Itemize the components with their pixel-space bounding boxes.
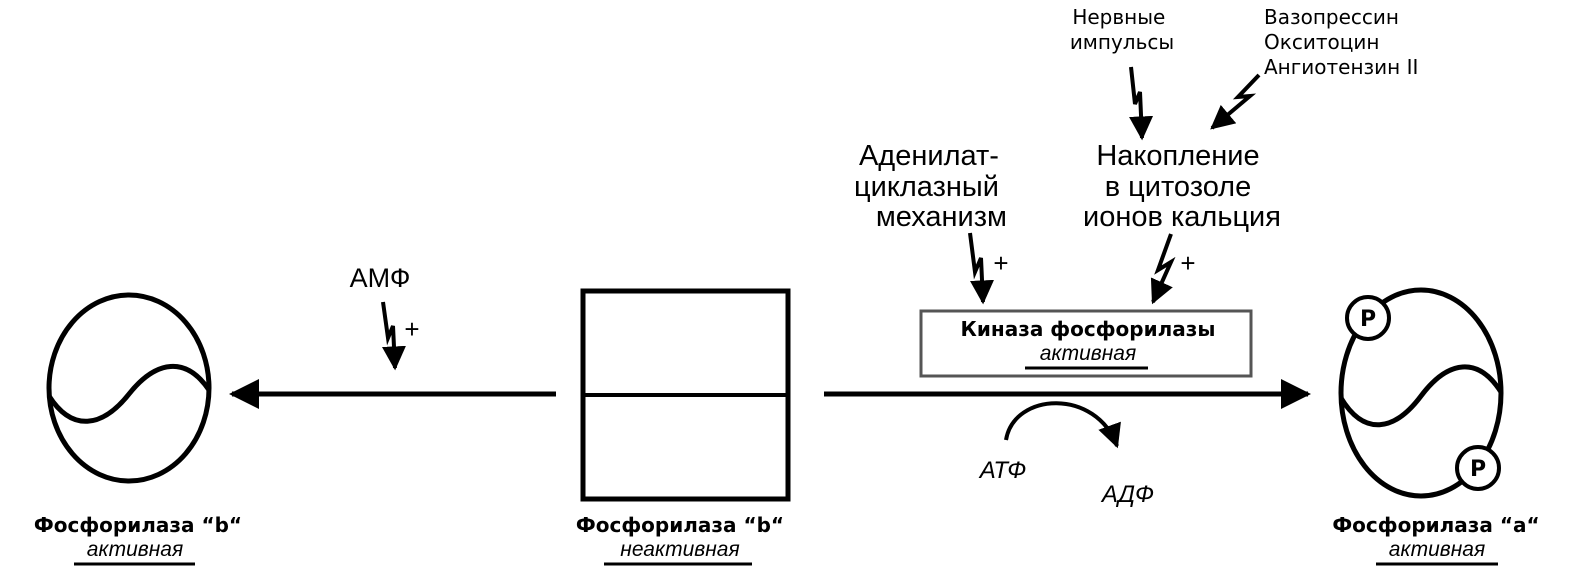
left-enzyme-shape xyxy=(46,292,212,484)
calcium-accumulation: Накопление в цитозоле ионов кальция + xyxy=(1083,140,1281,305)
left-phosphorylase: Фосфорилаза “b“ активная xyxy=(34,292,242,566)
atp-label: АТФ xyxy=(978,457,1027,484)
kinase-name: Киназа фосфорилазы xyxy=(961,317,1216,341)
calcium-lightning-arrow xyxy=(1150,233,1176,305)
adenylate-line-2: циклазный xyxy=(854,171,999,203)
adenylate-cyclase-mechanism: Аденилат- циклазный механизм + xyxy=(854,140,1009,305)
adp-label: АДФ xyxy=(1100,481,1154,508)
svg-text:Вазопрессин Окситоцин: Вазопрессин Окситоцин Ангиотензин II xyxy=(1264,5,1418,79)
amp-activator: АМФ + xyxy=(350,263,420,371)
calcium-line-2: в цитозоле xyxy=(1105,171,1252,203)
amp-lightning-arrow xyxy=(381,301,406,371)
nerve-line-1: Нервные xyxy=(1072,5,1165,29)
right-enzyme-state: активная xyxy=(1389,538,1485,561)
phosphate-bottom-label: P xyxy=(1470,457,1486,482)
hormone-line-1: Вазопрессин xyxy=(1264,5,1399,29)
calcium-line-3: ионов кальция xyxy=(1083,201,1281,233)
right-phosphorylase: P P Фосфорилаза “a“ активная xyxy=(1332,287,1540,566)
center-phosphorylase: Фосфорилаза “b“ неактивная xyxy=(576,288,791,566)
adenylate-sign: + xyxy=(993,248,1008,278)
atp-adp-curved-arrow xyxy=(1004,401,1121,449)
svg-text:Накопление в цитозоле: Накопление в цитозоле ионов кальция xyxy=(1083,140,1281,233)
right-enzyme-shape xyxy=(1338,287,1504,499)
kinase-box xyxy=(919,309,1253,378)
center-enzyme-name: Фосфорилаза “b“ xyxy=(576,513,784,537)
adenylate-line-1: Аденилат- xyxy=(859,140,999,172)
svg-text:Нервные импульсы: Нервные импульсы xyxy=(1070,5,1174,54)
hormones-lightning-arrow xyxy=(1210,73,1261,130)
phosphate-top-circle xyxy=(1345,295,1391,341)
phosphate-bottom-circle xyxy=(1455,445,1501,491)
nerve-impulses: Нервные импульсы xyxy=(1070,5,1174,141)
nerve-line-2: импульсы xyxy=(1070,30,1174,54)
hormone-line-2: Окситоцин xyxy=(1264,30,1379,54)
calcium-line-1: Накопление xyxy=(1096,140,1259,172)
atp-adp-conversion: АТФ АДФ xyxy=(978,401,1154,508)
adenylate-line-3: механизм xyxy=(876,201,1007,233)
phosphate-top-label: P xyxy=(1360,307,1376,332)
svg-text:Аденилат- циклазный: Аденилат- циклазный механизм xyxy=(854,140,1007,233)
amp-label: АМФ xyxy=(350,263,411,293)
calcium-sign: + xyxy=(1180,248,1195,278)
kinase-state: активная xyxy=(1040,342,1136,365)
hormone-line-3: Ангиотензин II xyxy=(1264,55,1418,79)
right-enzyme-name: Фосфорилаза “a“ xyxy=(1332,513,1539,537)
hormones: Вазопрессин Окситоцин Ангиотензин II xyxy=(1210,5,1418,130)
left-enzyme-name: Фосфорилаза “b“ xyxy=(34,513,242,537)
nerve-lightning-arrow xyxy=(1129,66,1154,141)
right-enzyme-wave xyxy=(1338,364,1504,428)
center-enzyme-state: неактивная xyxy=(620,538,739,561)
phosphorylase-kinase: Киназа фосфорилазы активная xyxy=(919,309,1253,378)
amp-sign: + xyxy=(404,314,419,344)
left-enzyme-wave xyxy=(46,363,212,424)
left-enzyme-state: активная xyxy=(87,538,183,561)
adenylate-lightning-arrow xyxy=(968,232,995,305)
